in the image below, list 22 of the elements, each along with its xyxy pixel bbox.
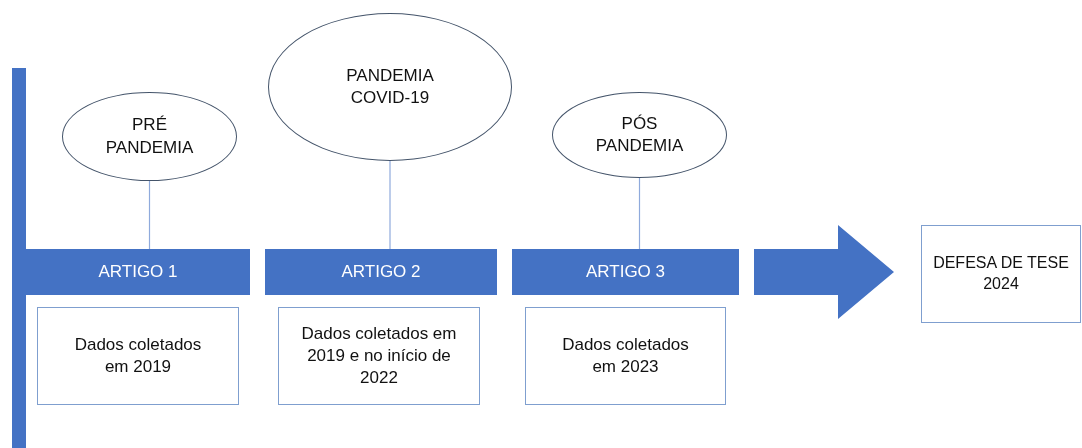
article-title: ARTIGO 3 [584, 260, 666, 283]
article-bar [512, 249, 739, 295]
node-text: PANDEMIA COVID-19 [345, 64, 435, 109]
node-text: Dados coletados em 2019 e no início de 2022 [300, 322, 458, 390]
text-box [921, 225, 1081, 323]
connector-line [389, 160, 391, 250]
node-text: Dados coletados em 2023 [561, 333, 690, 378]
article-title: ARTIGO 1 [97, 260, 179, 283]
node-text: PRÉ PANDEMIA [104, 114, 195, 159]
article-bar [26, 249, 250, 295]
text-box [37, 307, 239, 405]
node-text: Dados coletados em 2019 [73, 333, 203, 378]
block-arrow [754, 225, 894, 319]
timeline-axis [12, 68, 26, 448]
article-title: ARTIGO 2 [340, 260, 422, 283]
connector-line [638, 177, 641, 250]
article-bar [265, 249, 497, 295]
node-text: PÓS PANDEMIA [594, 112, 685, 157]
text-box [278, 307, 480, 405]
text-box [525, 307, 726, 405]
connector-line [148, 180, 151, 250]
node-text: DEFESA DE TESE 2024 [932, 253, 1070, 294]
